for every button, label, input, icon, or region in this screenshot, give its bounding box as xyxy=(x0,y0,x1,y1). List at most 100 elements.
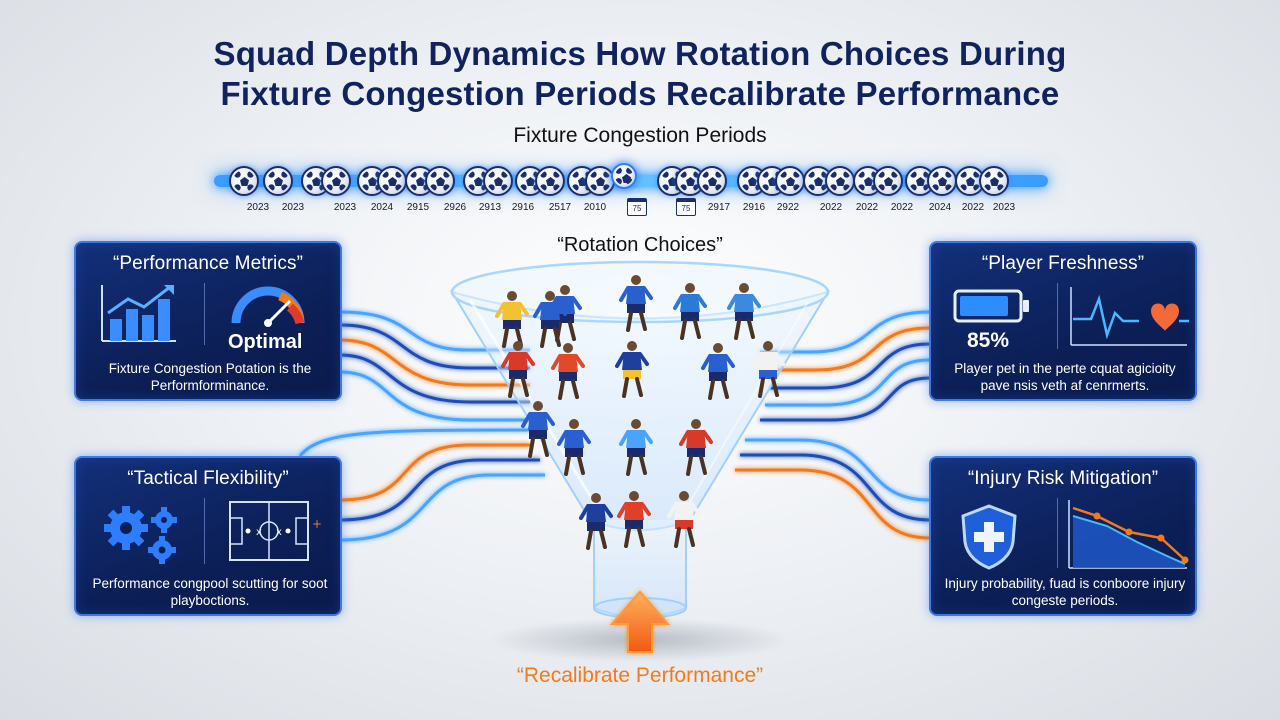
connector-line xyxy=(339,370,530,422)
connector-line xyxy=(765,326,931,372)
timeline-year-label: 2022 xyxy=(819,202,843,213)
player-figure xyxy=(673,283,707,340)
connector-line xyxy=(339,473,545,542)
player-figure xyxy=(617,491,651,548)
gauge-icon xyxy=(231,286,305,327)
connector-line xyxy=(735,468,931,540)
panel-performance-metrics: “Performance Metrics” Optimal Fixture Co… xyxy=(74,241,342,401)
player-figure xyxy=(579,493,613,550)
timeline-year-label: 2916 xyxy=(742,202,766,213)
connector-line xyxy=(298,428,531,457)
tactics-board-icon: x x + xyxy=(229,501,322,561)
timeline-year-label: 2517 xyxy=(548,202,572,213)
connector-line xyxy=(339,353,530,404)
shield-cross-icon xyxy=(961,504,1017,570)
battery-value: 85% xyxy=(967,329,1010,352)
svg-text:+: + xyxy=(312,517,322,531)
soccer-ball-icon xyxy=(229,166,259,196)
connector-line xyxy=(339,310,530,352)
panel-body: Player pet in the perte cquat agicioity … xyxy=(954,361,1176,393)
soccer-ball-icon xyxy=(825,166,855,196)
timeline-year-label: 2024 xyxy=(370,202,394,213)
funnel-label: “Rotation Choices” xyxy=(557,234,723,256)
calendar-icon: 75 xyxy=(676,198,696,216)
connector-line xyxy=(745,438,931,502)
timeline-year-label: 2917 xyxy=(707,202,731,213)
heartbeat-icon xyxy=(1070,287,1189,346)
gauge-value: Optimal xyxy=(228,331,303,353)
gear-icon xyxy=(104,506,177,564)
panel-body: Injury probability, fuad is conboore inj… xyxy=(944,576,1186,608)
player-figure xyxy=(679,419,713,476)
player-figure xyxy=(557,419,591,476)
soccer-ball-icon xyxy=(697,166,727,196)
panel-body: Fixture Congestion Potation is the Perfo… xyxy=(108,361,312,393)
connector-line xyxy=(339,338,530,387)
svg-text:x: x xyxy=(256,527,262,538)
connector-line xyxy=(339,443,530,502)
timeline-label: Fixture Congestion Periods xyxy=(513,124,767,147)
player-figure xyxy=(727,283,761,340)
connector-line xyxy=(740,453,931,522)
timeline-year-label: 2023 xyxy=(992,202,1016,213)
player-figure xyxy=(751,341,785,398)
player-figure xyxy=(619,275,653,332)
timeline-year-label: 2023 xyxy=(333,202,357,213)
soccer-ball-icon xyxy=(979,166,1009,196)
timeline-year-label: 2022 xyxy=(890,202,914,213)
title-line-1: Squad Depth Dynamics How Rotation Choice… xyxy=(213,35,1067,72)
calendar-icon-label: 75 xyxy=(632,204,642,213)
connector-line xyxy=(339,323,530,370)
calendar-icon: 75 xyxy=(627,198,647,216)
timeline-year-label: 2915 xyxy=(406,202,430,213)
panel-injury-risk: “Injury Risk Mitigation” Injury probabil… xyxy=(929,456,1197,616)
soccer-ball-icon xyxy=(425,166,455,196)
player-figure xyxy=(533,291,567,348)
connector-line xyxy=(765,358,931,407)
connector-line xyxy=(760,376,931,422)
left-connectors xyxy=(298,310,545,542)
timeline-year-label: 2926 xyxy=(443,202,467,213)
timeline-year-label: 2916 xyxy=(511,202,535,213)
timeline-year-label: 2913 xyxy=(478,202,502,213)
calendar-icon-label: 75 xyxy=(681,204,691,213)
timeline-year-label: 2024 xyxy=(928,202,952,213)
panel-title: “Performance Metrics” xyxy=(112,253,304,274)
svg-text:x: x xyxy=(276,527,282,538)
battery-icon xyxy=(953,289,1029,323)
panel-title: “Injury Risk Mitigation” xyxy=(967,468,1159,489)
right-connectors xyxy=(735,310,931,540)
connector-line xyxy=(339,458,540,522)
up-arrow-icon xyxy=(609,590,671,653)
page-title: Squad Depth Dynamics How Rotation Choice… xyxy=(0,34,1280,114)
soccer-ball-icon xyxy=(535,166,565,196)
decline-chart-icon xyxy=(1068,500,1189,569)
output-label: “Recalibrate Performance” xyxy=(516,664,764,687)
timeline-year-label: 2023 xyxy=(281,202,305,213)
timeline-year-label: 2022 xyxy=(855,202,879,213)
panel-player-freshness: “Player Freshness” 85% Player pet in the… xyxy=(929,241,1197,401)
panel-body: Performance congpool scutting for soot p… xyxy=(92,576,328,608)
bar-chart-icon xyxy=(101,285,176,342)
player-figure xyxy=(501,341,535,398)
player-figure xyxy=(619,419,653,476)
soccer-ball-icon xyxy=(377,166,407,196)
soccer-ball-icon xyxy=(611,163,637,189)
soccer-ball-icon xyxy=(483,166,513,196)
panel-tactical-flexibility: “Tactical Flexibility” x xyxy=(74,456,342,616)
player-figure xyxy=(551,343,585,400)
timeline-year-label: 2022 xyxy=(961,202,985,213)
player-figure xyxy=(615,341,649,398)
panel-title: “Player Freshness” xyxy=(981,253,1145,274)
player-figure xyxy=(667,491,701,548)
title-line-2: Fixture Congestion Periods Recalibrate P… xyxy=(220,75,1060,112)
player-figure xyxy=(701,343,735,400)
player-figure xyxy=(521,401,555,458)
connector-line xyxy=(760,310,931,354)
timeline-year-label: 2023 xyxy=(246,202,270,213)
soccer-ball-icon xyxy=(263,166,293,196)
panel-title: “Tactical Flexibility” xyxy=(127,468,289,489)
soccer-ball-icon xyxy=(321,166,351,196)
timeline-year-label: 2922 xyxy=(776,202,800,213)
connector-line xyxy=(770,342,931,390)
